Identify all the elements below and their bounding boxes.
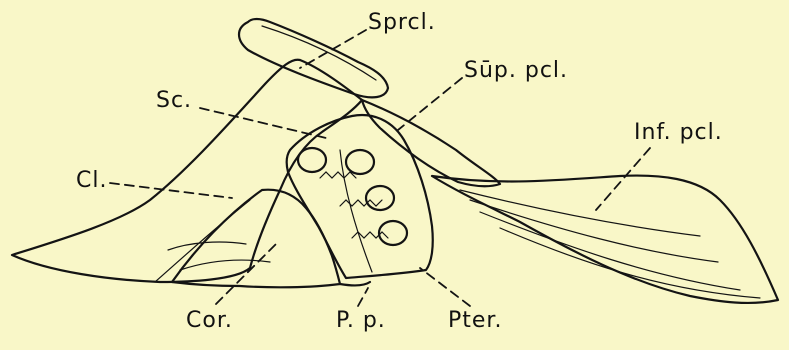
label-pp: P. p. — [336, 310, 386, 332]
label-sc: Sc. — [156, 90, 192, 112]
leader-inf-pcl — [596, 148, 650, 210]
scapula-seam-middle — [340, 200, 382, 206]
radial-oval-1 — [346, 150, 374, 174]
label-cl: Cl. — [76, 170, 107, 192]
coracoid-outline — [172, 190, 340, 288]
scapula-seam-upper — [320, 172, 356, 178]
coracoid-lower-ridge — [180, 260, 270, 270]
inferior-postcleithrum-striation-4 — [500, 228, 760, 298]
scapula-vertical-seam — [340, 150, 372, 272]
label-sprcl: Sprcl. — [368, 12, 436, 34]
inferior-postcleithrum-outline — [432, 176, 778, 303]
leader-cor — [216, 244, 276, 304]
postcleithral-process — [340, 282, 370, 285]
label-inf-pcl: Inf. pcl. — [634, 122, 723, 144]
inferior-postcleithrum-striation-1 — [460, 190, 700, 236]
scapular-foramen-1 — [298, 148, 326, 172]
coracoid-inner-ridge — [168, 242, 246, 250]
leader-cl — [110, 183, 232, 198]
radial-oval-2 — [366, 186, 394, 210]
label-sup-pcl: Sūp. pcl. — [464, 60, 568, 82]
leader-pp — [358, 288, 368, 306]
leader-pter — [420, 268, 470, 306]
cleithrum-inner-edge — [155, 200, 250, 282]
inferior-postcleithrum-striation-3 — [480, 212, 740, 290]
scapula-seam-lower — [352, 232, 388, 238]
label-cor: Cor. — [186, 310, 233, 332]
leader-sprcl — [300, 30, 366, 68]
superior-postcleithrum-outline — [362, 100, 500, 186]
scapula-outline — [287, 115, 433, 278]
label-pter: Pter. — [448, 310, 502, 332]
